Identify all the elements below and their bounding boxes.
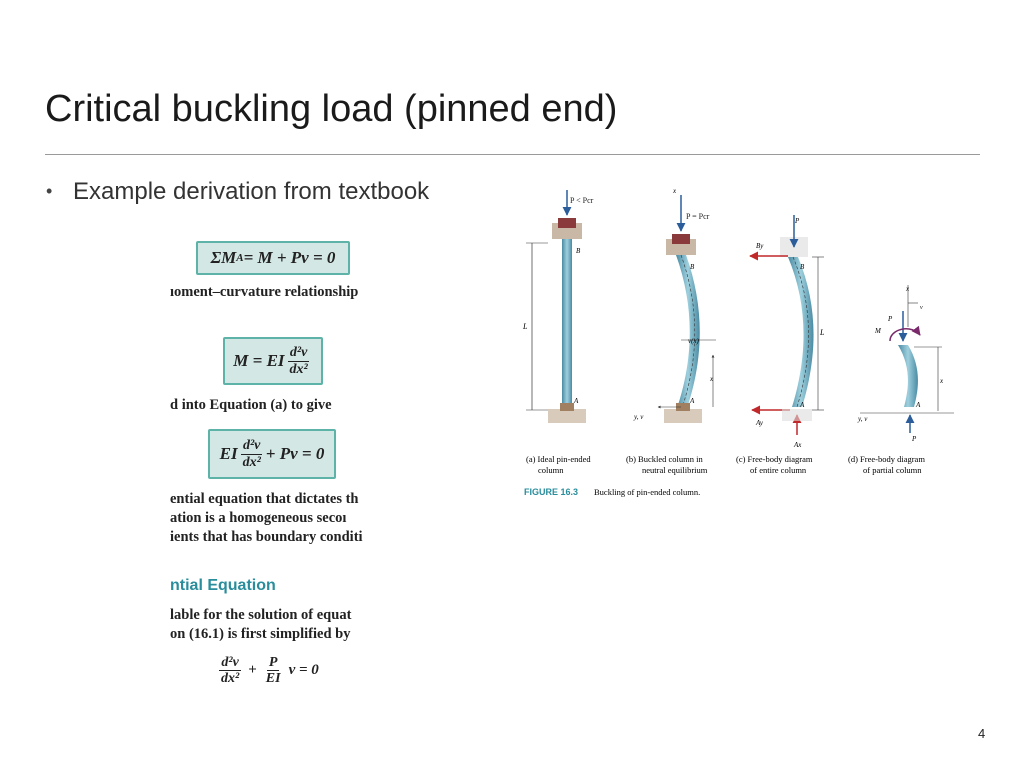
label-x-top-b: x bbox=[672, 187, 677, 195]
caption-d-line1: (d) Free-body diagram bbox=[848, 454, 925, 464]
label-A-d: A bbox=[915, 401, 921, 409]
caption-c-line1: (c) Free-body diagram bbox=[736, 454, 813, 464]
label-L-a: L bbox=[522, 322, 528, 331]
excerpt-para-line-3: ients that has boundary conditi bbox=[170, 529, 363, 545]
label-Ay: Ay bbox=[755, 419, 764, 427]
caption-b-line2: neutral equilibrium bbox=[642, 465, 708, 475]
excerpt-line-1: ıoment–curvature relationship bbox=[170, 284, 359, 300]
label-B-b: B bbox=[690, 263, 695, 271]
label-v-d: v bbox=[920, 305, 923, 311]
label-A-b: A bbox=[689, 397, 695, 405]
figure-caption: Buckling of pin-ended column. bbox=[594, 487, 700, 497]
label-P-d: P bbox=[887, 315, 893, 323]
label-By: By bbox=[756, 242, 764, 250]
label-p-lt-pcr: P < Pcr bbox=[570, 196, 594, 205]
bullet-marker: • bbox=[46, 181, 53, 201]
excerpt-line-2: d into Equation (a) to give bbox=[170, 397, 332, 413]
page-number: 4 bbox=[978, 726, 986, 741]
label-vx: v(x) bbox=[688, 337, 700, 345]
excerpt-section-heading: ntial Equation bbox=[170, 577, 276, 594]
label-p-eq-pcr: P = Pcr bbox=[686, 212, 710, 221]
diagram-c-free-body-entire bbox=[749, 215, 824, 435]
caption-c-line2: of entire column bbox=[750, 465, 807, 475]
label-yv-d: y, v bbox=[857, 415, 868, 423]
label-A-a: A bbox=[573, 397, 579, 405]
label-x-top-d: x bbox=[905, 285, 910, 293]
label-P-bottom-d: P bbox=[911, 435, 917, 443]
label-P-c: P bbox=[794, 217, 800, 225]
label-B-a: B bbox=[576, 247, 581, 255]
caption-a-line2: column bbox=[538, 465, 564, 475]
label-yv-b: y, v bbox=[633, 413, 644, 421]
figure-number: FIGURE 16.3 bbox=[524, 487, 578, 497]
bullet-text: Example derivation from textbook bbox=[73, 178, 430, 205]
label-x-d: x bbox=[939, 377, 944, 385]
buckling-figure: P < Pcr B A L x P = Pcr B A v(x) x y, v bbox=[518, 185, 958, 505]
excerpt-para-line-2: ation is a homogeneous secoı bbox=[170, 510, 347, 526]
buckling-figure-svg: P < Pcr B A L x P = Pcr B A v(x) x y, v bbox=[522, 187, 954, 497]
title-divider bbox=[45, 154, 980, 155]
diagram-d-free-body-partial bbox=[860, 285, 954, 433]
label-B-c: B bbox=[800, 263, 805, 271]
diagram-b-buckled-column bbox=[657, 195, 716, 423]
caption-a-line1: (a) Ideal pin-ended bbox=[526, 454, 591, 464]
excerpt-para2-line-1: lable for the solution of equat bbox=[170, 607, 352, 623]
diagram-a-ideal-column bbox=[526, 190, 586, 423]
caption-d-line2: of partial column bbox=[863, 465, 922, 475]
slide-title: Critical buckling load (pinned end) bbox=[45, 88, 618, 130]
caption-b-line1: (b) Buckled column in bbox=[626, 454, 703, 464]
excerpt-para-line-1: ential equation that dictates th bbox=[170, 491, 359, 507]
label-M-d: M bbox=[874, 327, 882, 335]
excerpt-para2-line-2: on (16.1) is first simplified by bbox=[170, 626, 351, 642]
label-x-b: x bbox=[709, 375, 714, 383]
label-Ax: Ax bbox=[793, 441, 802, 449]
label-A-c: A bbox=[799, 401, 805, 409]
label-L-c: L bbox=[819, 328, 825, 337]
